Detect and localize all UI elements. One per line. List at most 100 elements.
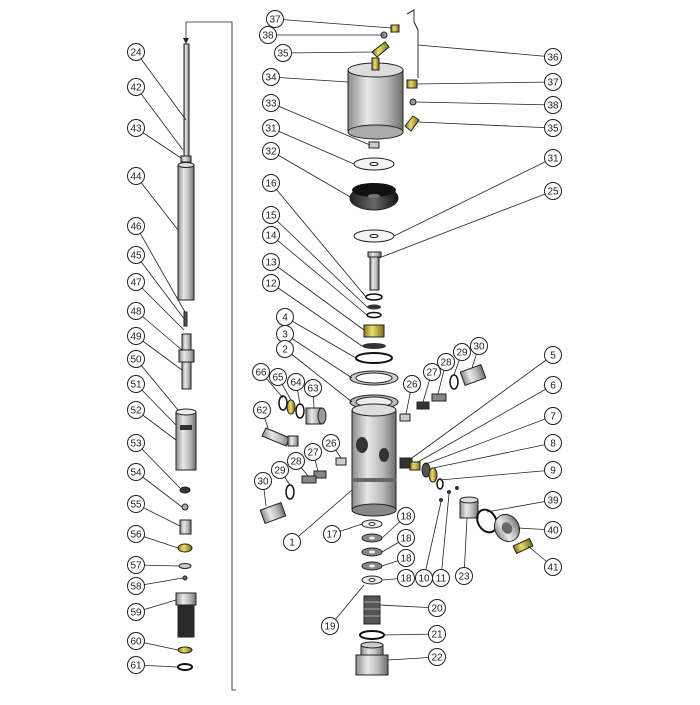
part-18-seal-4 [361, 575, 383, 585]
callout-label-28: 28 [440, 358, 452, 369]
callout-bubble-53 [127, 434, 145, 452]
callout-bubble-29 [453, 343, 471, 361]
leader-line-35 [282, 51, 375, 54]
callout-bubble-40 [544, 521, 562, 539]
callout-label-38: 38 [547, 101, 559, 112]
leader-line-4 [284, 316, 357, 359]
part-26-ball-right [399, 413, 411, 422]
callout-label-1: 1 [289, 538, 295, 549]
bracket-arrow-head [183, 38, 189, 44]
callout-label-29: 29 [274, 466, 286, 477]
part-22-nut [355, 641, 389, 676]
callout-bubble-43 [127, 119, 145, 137]
part-48-shaft [178, 333, 195, 390]
callout-bubble-12 [262, 274, 280, 292]
leader-line-35 [417, 121, 554, 129]
callout-label-30: 30 [257, 477, 269, 488]
callout-label-39: 39 [547, 496, 559, 507]
callout-label-50: 50 [130, 355, 142, 366]
callout-bubble-31 [262, 119, 280, 137]
part-51-cylinder [175, 408, 197, 471]
leader-line-14 [270, 234, 368, 316]
part-28-spring-left [301, 475, 317, 484]
bracket-line [186, 21, 236, 691]
leader-line-25 [378, 190, 554, 259]
callout-label-14: 14 [265, 231, 277, 242]
callout-bubble-27 [304, 443, 322, 461]
callout-bubble-16 [262, 174, 280, 192]
callout-label-23: 23 [458, 572, 470, 583]
callout-label-13: 13 [265, 258, 277, 269]
leader-line-45 [135, 254, 186, 321]
callout-bubble-33 [262, 94, 280, 112]
callout-label-32: 32 [265, 147, 277, 158]
callout-bubble-62 [253, 401, 271, 419]
part-43-nut [180, 155, 192, 163]
callout-label-16: 16 [265, 179, 277, 190]
callout-bubble-52 [127, 401, 145, 419]
part-26-ball-left [335, 457, 347, 466]
callout-bubble-36 [544, 48, 562, 66]
callout-label-59: 59 [130, 608, 142, 619]
part-23-fitting [459, 496, 479, 519]
part-57-washer [178, 563, 192, 569]
leader-line-33 [270, 102, 371, 146]
part-18-seal-2 [361, 547, 383, 557]
part-41-screw [512, 537, 534, 555]
callout-bubble-44 [127, 167, 145, 185]
callout-bubble-23 [455, 567, 473, 585]
leader-line-54 [135, 471, 183, 508]
leader-line-8 [432, 442, 554, 469]
part-15-ring [367, 304, 381, 310]
part-55-sleeve [179, 519, 192, 535]
leader-line-1 [291, 489, 353, 543]
leader-line-5 [411, 354, 554, 459]
callout-bubble-31 [544, 149, 562, 167]
callout-bubble-60 [127, 632, 145, 650]
callout-bubble-64 [287, 373, 305, 391]
callout-bubble-18 [397, 569, 415, 587]
part-25-stem [367, 251, 382, 291]
callout-label-18: 18 [400, 554, 412, 565]
part-30-fitting-left [259, 502, 287, 524]
callout-bubble-9 [544, 461, 562, 479]
part-18-seal-3 [361, 561, 383, 571]
callout-bubble-18 [397, 529, 415, 547]
leader-line-13 [270, 261, 365, 331]
part-35-fitting-top [371, 41, 390, 58]
callout-label-49: 49 [130, 332, 142, 343]
callout-label-27: 27 [426, 368, 438, 379]
part-24-rod [183, 43, 190, 157]
part-63-fitting [305, 407, 327, 425]
callout-bubble-49 [127, 327, 145, 345]
part-18-seal-1 [361, 533, 383, 543]
part-59-filter [175, 592, 197, 638]
leader-line-32 [270, 150, 353, 199]
callout-label-45: 45 [130, 251, 142, 262]
callout-label-26: 26 [406, 380, 418, 391]
callout-bubble-22 [428, 648, 446, 666]
callout-label-38: 38 [262, 31, 274, 42]
part-27-spring-left [313, 470, 327, 479]
callout-bubble-66 [252, 363, 270, 381]
callout-label-53: 53 [130, 439, 142, 450]
part-35-fitting [404, 115, 420, 132]
part-1-pump-body [351, 403, 397, 517]
leader-line-31 [270, 127, 355, 165]
callout-bubble-29 [271, 461, 289, 479]
part-14-ring [366, 311, 382, 319]
callout-bubble-30 [254, 472, 272, 490]
leader-line-43 [135, 127, 182, 159]
callout-bubble-27 [423, 363, 441, 381]
callout-label-29: 29 [456, 348, 468, 359]
leader-line-50 [135, 358, 179, 411]
part-28-spring-right [431, 393, 447, 402]
callout-bubble-18 [397, 549, 415, 567]
callout-label-47: 47 [130, 278, 142, 289]
callout-bubble-39 [544, 491, 562, 509]
part-21-oring [359, 630, 385, 640]
leader-line-6 [417, 384, 554, 463]
part-3-ring [349, 370, 399, 386]
leader-line-44 [135, 175, 179, 231]
